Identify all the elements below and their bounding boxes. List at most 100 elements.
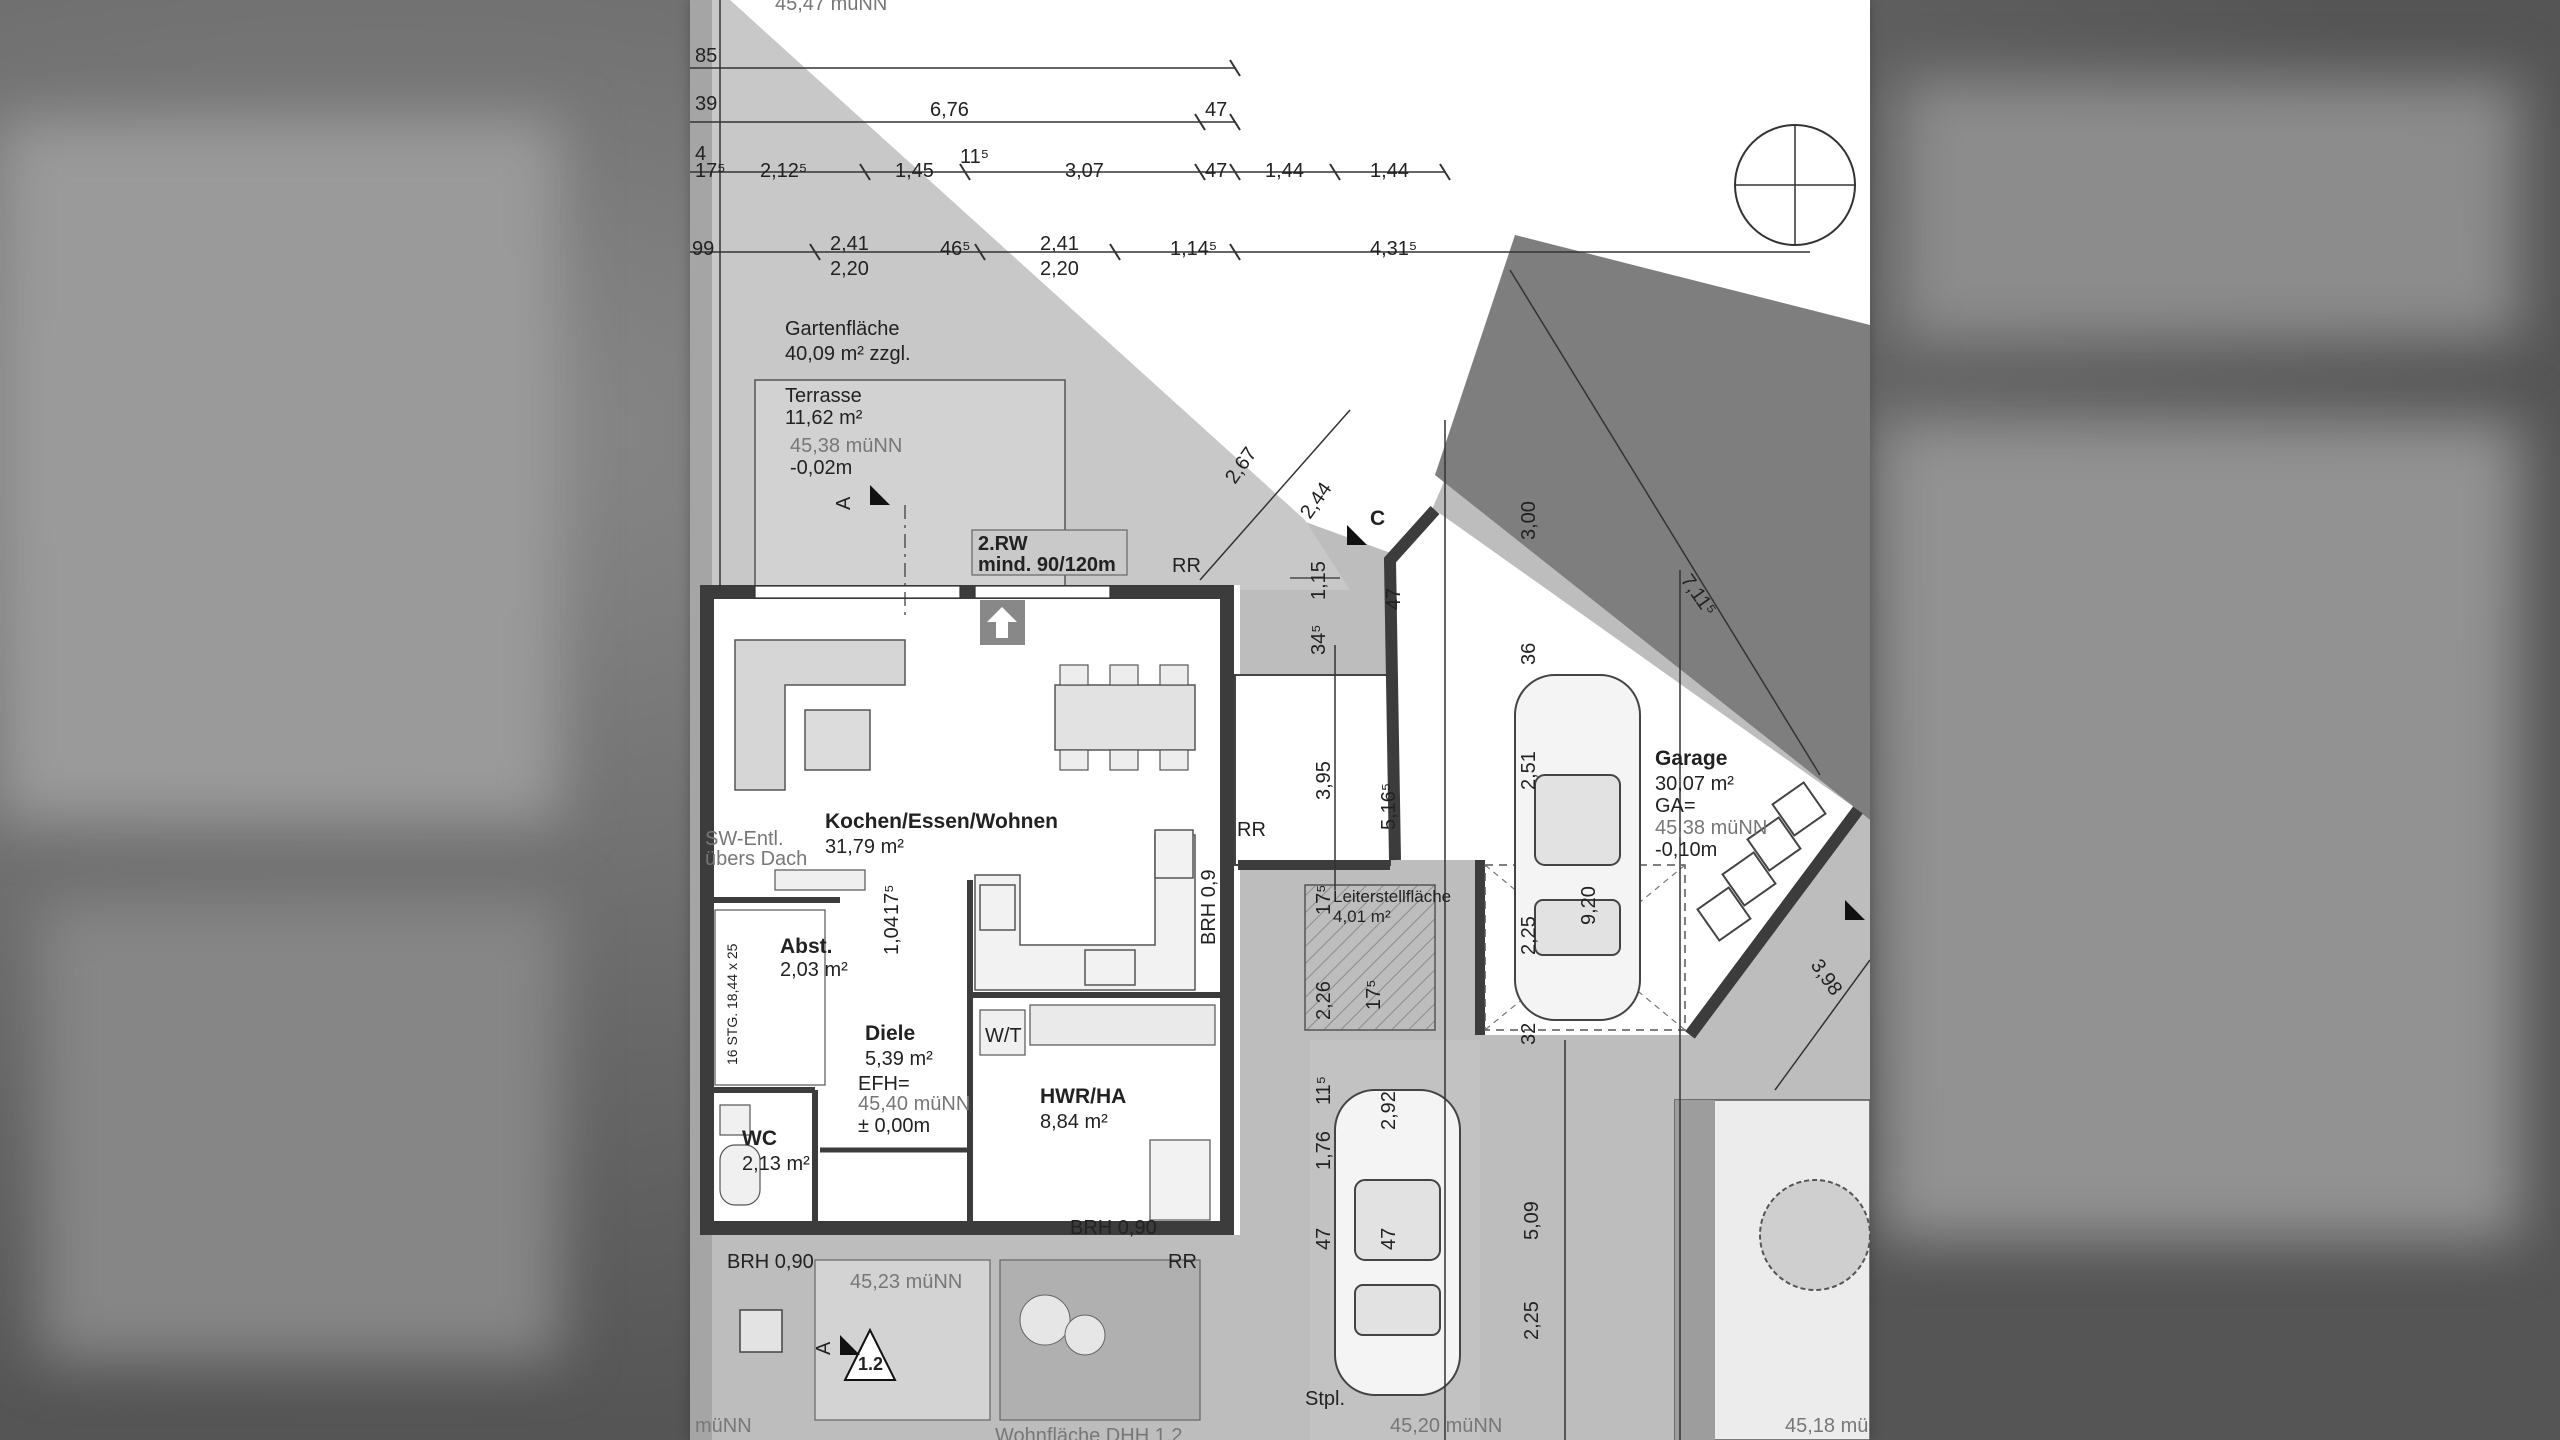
dim-garage-1: 36 (1518, 643, 1540, 665)
diele-zero: ± 0,00m (858, 1115, 930, 1137)
dim-garage-5: 32 (1518, 1023, 1540, 1045)
dim-stpl-5: 47 (1313, 1228, 1335, 1250)
bike-storage-wall (1238, 860, 1390, 870)
ladder-area (1304, 884, 1436, 1031)
dim-row2-c: 47 (1205, 99, 1227, 121)
utility-cabinet (1029, 1004, 1216, 1046)
dim-stpl-0: 17⁵ (1313, 884, 1335, 915)
garage-offset: -0,10m (1655, 839, 1717, 861)
section-a-label-bottom: A (813, 1341, 835, 1355)
garden-name: Gartenfläche (785, 318, 900, 340)
dining-table (1054, 684, 1196, 751)
dim-row4-6: 1,14⁵ (1170, 238, 1217, 260)
sw-line1: SW-Entl. (705, 828, 784, 850)
hwr-name: HWR/HA (1040, 1085, 1126, 1108)
wc-name: WC (742, 1127, 777, 1150)
garage-wall-left (1383, 505, 1440, 861)
garage-car (1514, 674, 1641, 1021)
dim-stpl-7: 47 (1378, 1228, 1400, 1250)
dim-row2-b: 6,76 (930, 99, 969, 121)
section-c-marker (1347, 525, 1367, 545)
front-plant-2 (1064, 1314, 1106, 1356)
dimension-lines (690, 0, 1870, 1440)
dim-stpl-3: 11⁵ (1313, 1076, 1335, 1105)
dim-row3-1: 17⁵ (695, 160, 726, 182)
terrace-area-label: 11,62 m² (785, 407, 863, 429)
brh-label-side: BRH 0,9 (1198, 869, 1220, 945)
section-marker-right (1845, 900, 1865, 920)
terrace-name: Terrasse (785, 385, 862, 407)
brh-label-hwr: BRH 0,90 (1070, 1217, 1157, 1239)
rr-label-bottom: RR (1168, 1251, 1197, 1273)
coffee-table (804, 709, 871, 771)
dim-row2-a: 39 (695, 93, 717, 115)
dim-garage-4: 2,25 (1518, 916, 1540, 955)
planter (739, 1309, 783, 1353)
background-blur-left-bottom (40, 900, 560, 1360)
abst-name: Abst. (780, 935, 833, 958)
dim-row3-3: 1,45 (895, 160, 934, 182)
floor-plan-frame: 85 39 6,76 47 4 17⁵ 2,12⁵ 1,45 11⁵ 3,07 … (690, 0, 1870, 1440)
section-12-label: 1.2 (858, 1354, 883, 1374)
dim-bike-2: 34⁵ (1308, 624, 1330, 655)
section-a-marker-bottom (840, 1335, 860, 1355)
dim-row3-5: 3,07 (1065, 160, 1104, 182)
windows-top (754, 585, 1111, 599)
hwr-tank (1149, 1139, 1211, 1221)
dim-bike-1: 47 (1383, 588, 1405, 610)
dim-row3-8: 1,44 (1370, 160, 1409, 182)
dim-row3-4: 11⁵ (960, 146, 989, 168)
hwr-wt: W/T (985, 1025, 1022, 1047)
diele-level: 45,40 müNN (858, 1093, 970, 1115)
rr-label-bike: RR (1237, 819, 1266, 841)
dim-row1: 85 (695, 45, 717, 67)
bike-storage (1234, 674, 1391, 866)
garage-ga: GA= (1655, 795, 1696, 817)
dim-stpl-2: 17⁵ (1363, 979, 1385, 1010)
dim-stair-0: 17⁵ (881, 884, 903, 915)
dim-stpl-8: 5,09 (1521, 1201, 1543, 1240)
escape-route-line2: mind. 90/120m (978, 554, 1116, 576)
compass-icon (1734, 124, 1856, 246)
dim-row4-0: 99 (692, 238, 714, 260)
section-a-marker-top (870, 485, 890, 505)
living-area: 31,79 m² (825, 836, 904, 858)
arrow-up-icon (987, 607, 1017, 638)
terrace-level: 45,38 müNN (790, 435, 902, 457)
dim-row3-2: 2,12⁵ (760, 160, 807, 182)
garage-name: Garage (1655, 747, 1727, 770)
wc-toilet (719, 1144, 761, 1206)
dim-bike-3: 3,95 (1313, 761, 1335, 800)
sofa (734, 639, 906, 791)
garage-area: 30,07 m² (1655, 773, 1734, 795)
dim-stpl-4: 1,76 (1313, 1131, 1335, 1170)
dim-top-partial: 45,47 müNN (775, 0, 887, 15)
kitchen (974, 829, 1196, 991)
section-a-label-top: A (833, 496, 855, 510)
level-left-bottom: müNN (695, 1415, 752, 1437)
dim-bike-0: 1,15 (1308, 561, 1330, 600)
dim-row4-1: 2,41 (830, 233, 869, 255)
terrace-offset: -0,02m (790, 457, 852, 479)
abst-area: 2,03 m² (780, 959, 848, 981)
hedge-strip (1675, 1100, 1715, 1440)
leiter-area: 4,01 m² (1333, 907, 1391, 926)
dim-row3-7: 1,44 (1265, 160, 1304, 182)
background-blur-right-top (1900, 80, 2520, 340)
leiter-name: Leiterstellfläche (1333, 887, 1451, 906)
garage-level: 45,38 müNN (1655, 817, 1767, 839)
diele-name: Diele (865, 1022, 915, 1045)
dim-garage-2: 2,51 (1518, 751, 1540, 790)
level-bottom-1: 45,20 müNN (1390, 1415, 1502, 1437)
house-walls (700, 585, 1234, 1235)
dim-row4-5: 2,20 (1040, 258, 1079, 280)
dim-row3-0: 4 (695, 143, 706, 165)
wc-area: 2,13 m² (742, 1153, 810, 1175)
parking-car (1334, 1089, 1461, 1396)
front-plant-1 (1019, 1294, 1071, 1346)
dim-row4-2: 2,20 (830, 258, 869, 280)
section-c-label: C (1370, 507, 1385, 530)
neighbor-roof (1435, 235, 1870, 820)
washer-dryer (979, 1009, 1026, 1056)
level-bottom-2: 45,18 müNN (1785, 1415, 1870, 1437)
